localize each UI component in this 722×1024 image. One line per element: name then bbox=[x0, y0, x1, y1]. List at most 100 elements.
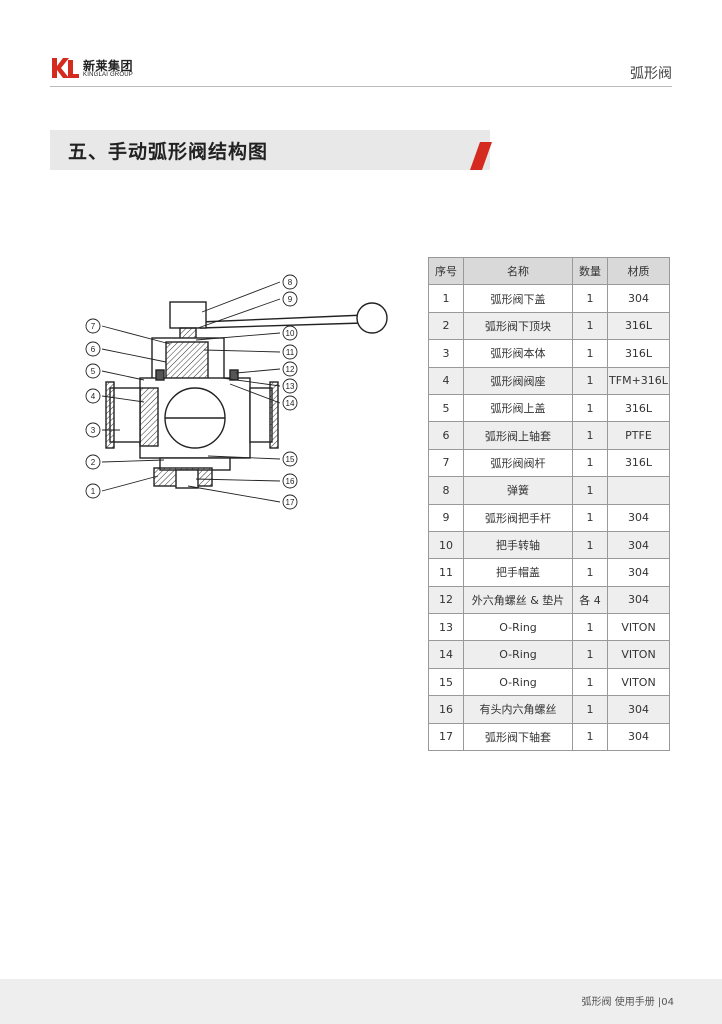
cell-qty: 各 4 bbox=[572, 585, 608, 615]
cell-index: 11 bbox=[428, 558, 464, 587]
cell-material: 304 bbox=[607, 722, 670, 752]
brand-logo: 新莱集团 KINGLAI GROUP bbox=[50, 56, 150, 82]
cell-name: O-Ring bbox=[463, 667, 573, 697]
callout-5: 5 bbox=[91, 367, 96, 376]
cell-material: 304 bbox=[607, 585, 670, 615]
cell-name: 把手转轴 bbox=[463, 530, 573, 560]
cell-qty: 1 bbox=[572, 339, 608, 368]
cell-material: VITON bbox=[607, 640, 670, 669]
cell-name: 弧形阀下顶块 bbox=[463, 311, 573, 341]
cell-name: 弧形阀上轴套 bbox=[463, 421, 573, 450]
cell-name: O-Ring bbox=[463, 613, 573, 642]
cell-material: 304 bbox=[607, 695, 670, 724]
table-header-row: 序号 名称 数量 材质 bbox=[428, 256, 670, 286]
cell-index: 15 bbox=[428, 667, 464, 697]
cell-material: VITON bbox=[607, 667, 670, 697]
callout-17: 17 bbox=[286, 498, 295, 507]
cell-material: 316L bbox=[607, 448, 670, 478]
cell-name: 弧形阀上盖 bbox=[463, 393, 573, 423]
cell-qty: 1 bbox=[572, 667, 608, 697]
cell-qty: 1 bbox=[572, 311, 608, 341]
cell-qty: 1 bbox=[572, 448, 608, 478]
footer-page-label: 弧形阀 使用手册 |04 bbox=[581, 997, 674, 1008]
cell-material bbox=[607, 476, 670, 505]
section-title: 五、手动弧形阀结构图 bbox=[68, 141, 269, 163]
cell-index: 14 bbox=[428, 640, 464, 669]
cell-name: 弹簧 bbox=[463, 476, 573, 505]
cell-name: O-Ring bbox=[463, 640, 573, 669]
callout-8: 8 bbox=[288, 278, 293, 287]
cell-index: 3 bbox=[428, 339, 464, 368]
cell-qty: 1 bbox=[572, 613, 608, 642]
cell-index: 4 bbox=[428, 366, 464, 395]
cell-material: TFM+316L bbox=[607, 366, 670, 395]
cell-material: 316L bbox=[607, 393, 670, 423]
callout-11: 11 bbox=[286, 348, 295, 357]
column-header-name: 名称 bbox=[463, 256, 573, 286]
brand-name-en: KINGLAI GROUP bbox=[83, 72, 133, 78]
logo-mark-icon bbox=[52, 58, 79, 78]
cell-name: 有头内六角螺丝 bbox=[463, 695, 573, 724]
cell-index: 9 bbox=[428, 503, 464, 532]
banner-accent-stripe bbox=[470, 142, 492, 170]
callout-2: 2 bbox=[91, 458, 96, 467]
cell-index: 2 bbox=[428, 311, 464, 341]
cell-material: 316L bbox=[607, 339, 670, 368]
section-banner bbox=[50, 130, 490, 170]
cell-qty: 1 bbox=[572, 393, 608, 423]
cell-name: 弧形阀阀杆 bbox=[463, 448, 573, 478]
cell-material: 304 bbox=[607, 558, 670, 587]
callout-14: 14 bbox=[286, 399, 295, 408]
cell-name: 弧形阀阀座 bbox=[463, 366, 573, 395]
cell-material: 304 bbox=[607, 530, 670, 560]
callout-6: 6 bbox=[91, 345, 96, 354]
cell-name: 把手帽盖 bbox=[463, 558, 573, 587]
callout-16: 16 bbox=[286, 477, 295, 486]
cell-name: 弧形阀下轴套 bbox=[463, 722, 573, 752]
cell-material: PTFE bbox=[607, 421, 670, 450]
column-header-material: 材质 bbox=[607, 256, 670, 286]
callout-7: 7 bbox=[91, 322, 96, 331]
cell-index: 12 bbox=[428, 585, 464, 615]
cell-index: 8 bbox=[428, 476, 464, 505]
valve-structure-diagram: 7 6 5 4 3 2 1 8 9 10 11 12 13 14 15 16 1… bbox=[85, 274, 388, 510]
cell-material: 304 bbox=[607, 284, 670, 313]
callout-9: 9 bbox=[288, 295, 293, 304]
callout-1: 1 bbox=[91, 487, 96, 496]
cell-qty: 1 bbox=[572, 421, 608, 450]
cell-qty: 1 bbox=[572, 722, 608, 752]
cell-index: 17 bbox=[428, 722, 464, 752]
cell-index: 5 bbox=[428, 393, 464, 423]
cell-qty: 1 bbox=[572, 530, 608, 560]
callout-10: 10 bbox=[286, 329, 295, 338]
page-header: 新莱集团 KINGLAI GROUP 弧形阀 bbox=[0, 0, 722, 88]
cell-name: 弧形阀下盖 bbox=[463, 284, 573, 313]
callout-13: 13 bbox=[286, 382, 295, 391]
cell-material: 304 bbox=[607, 503, 670, 532]
cell-index: 7 bbox=[428, 448, 464, 478]
header-divider bbox=[50, 86, 672, 87]
cell-material: VITON bbox=[607, 613, 670, 642]
cell-qty: 1 bbox=[572, 366, 608, 395]
cell-qty: 1 bbox=[572, 476, 608, 505]
cell-qty: 1 bbox=[572, 640, 608, 669]
cell-material: 316L bbox=[607, 311, 670, 341]
callout-3: 3 bbox=[91, 426, 96, 435]
cell-name: 外六角螺丝 & 垫片 bbox=[463, 585, 573, 615]
brand-name-cn: 新莱集团 bbox=[83, 59, 134, 73]
page-footer bbox=[0, 979, 722, 1024]
section-label: 弧形阀 bbox=[630, 66, 672, 82]
